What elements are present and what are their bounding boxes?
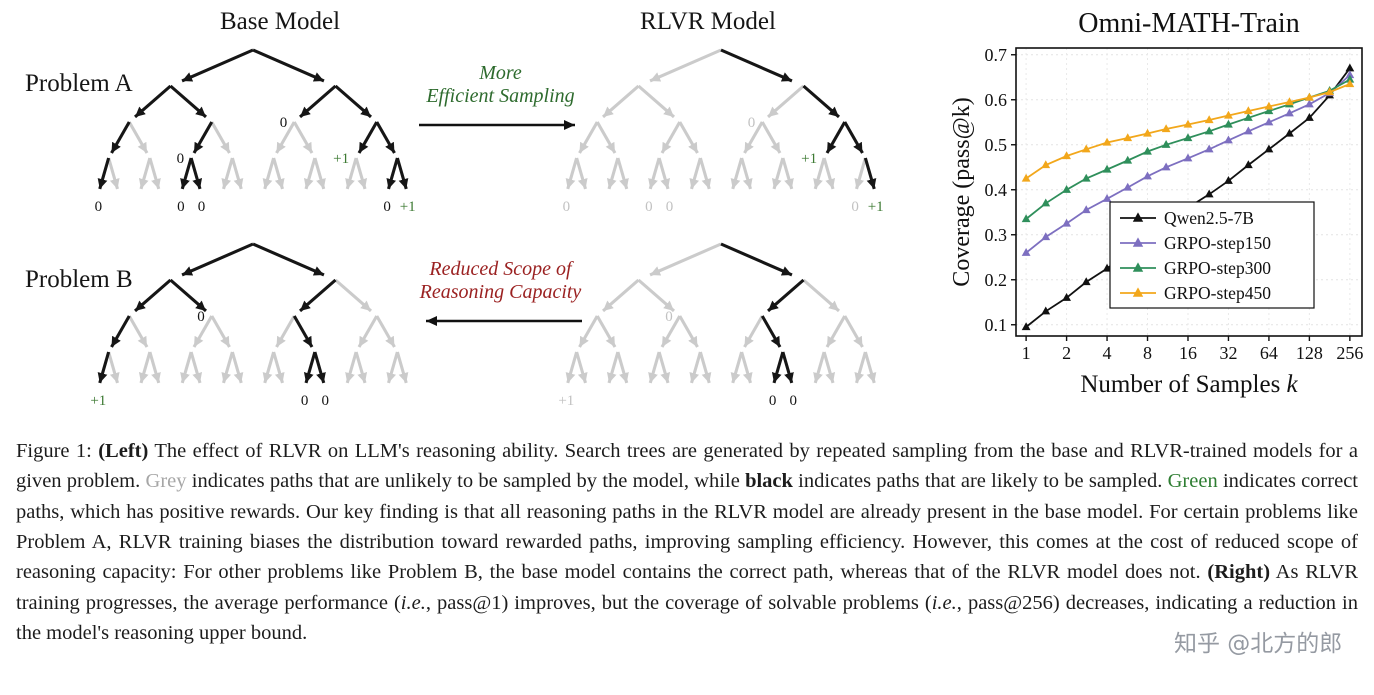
svg-text:128: 128 (1296, 343, 1323, 363)
svg-text:0: 0 (665, 309, 673, 325)
svg-text:0: 0 (198, 199, 206, 215)
svg-text:1: 1 (1022, 343, 1031, 363)
svg-text:8: 8 (1143, 343, 1152, 363)
svg-text:+1: +1 (868, 199, 884, 215)
svg-text:0: 0 (666, 199, 674, 215)
svg-text:0.3: 0.3 (985, 225, 1008, 245)
base-model-header: Base Model (219, 8, 341, 35)
svg-text:GRPO-step300: GRPO-step300 (1164, 258, 1271, 278)
svg-text:+1: +1 (333, 151, 349, 167)
svg-text:0: 0 (95, 199, 103, 215)
arrow-top-label-line2: Efficient Sampling (426, 85, 575, 107)
svg-text:0: 0 (301, 393, 309, 409)
svg-text:0.5: 0.5 (985, 135, 1008, 155)
arrow-bottom-label-line2: Reasoning Capacity (419, 281, 582, 303)
svg-text:0: 0 (748, 115, 756, 131)
svg-text:+1: +1 (400, 199, 416, 215)
svg-text:0: 0 (177, 199, 185, 215)
problem-a-label: Problem A (25, 70, 133, 97)
svg-text:0.4: 0.4 (985, 180, 1008, 200)
more-efficient-sampling-annotation: More Efficient Sampling (408, 62, 593, 134)
reduced-scope-annotation: Reduced Scope of Reasoning Capacity (408, 258, 593, 330)
svg-text:Omni-MATH-Train: Omni-MATH-Train (1078, 8, 1299, 39)
svg-text:Number of Samples k: Number of Samples k (1080, 371, 1298, 398)
svg-text:0: 0 (383, 199, 391, 215)
left-arrow-icon (426, 316, 582, 326)
svg-text:GRPO-step150: GRPO-step150 (1164, 233, 1271, 253)
svg-text:0: 0 (280, 115, 288, 131)
svg-text:0.1: 0.1 (985, 315, 1008, 335)
zhihu-watermark: 知乎 @北方的郎 (1168, 622, 1349, 660)
svg-text:64: 64 (1260, 343, 1278, 363)
svg-text:32: 32 (1219, 343, 1237, 363)
svg-text:0: 0 (563, 199, 571, 215)
svg-text:GRPO-step450: GRPO-step450 (1164, 283, 1271, 303)
svg-text:0: 0 (321, 393, 329, 409)
svg-text:4: 4 (1103, 343, 1112, 363)
svg-text:0: 0 (789, 393, 797, 409)
svg-text:Qwen2.5-7B: Qwen2.5-7B (1164, 208, 1254, 228)
svg-text:+1: +1 (558, 393, 574, 409)
problem-b-label: Problem B (25, 266, 133, 293)
arrow-top-label-line1: More (479, 62, 522, 84)
svg-text:0: 0 (197, 309, 205, 325)
rlvr-model-header: RLVR Model (640, 8, 776, 35)
svg-text:0: 0 (177, 151, 185, 167)
figure-caption: Figure 1: (Left) The effect of RLVR on L… (16, 440, 1358, 644)
svg-text:16: 16 (1179, 343, 1197, 363)
svg-text:+1: +1 (90, 393, 106, 409)
svg-text:0.6: 0.6 (985, 90, 1008, 110)
svg-text:2: 2 (1062, 343, 1071, 363)
svg-text:0.2: 0.2 (985, 270, 1008, 290)
svg-text:0: 0 (769, 393, 777, 409)
svg-text:0: 0 (645, 199, 653, 215)
coverage-chart-panel: 0.1 0.2 0.3 0.4 0.5 0.6 0.7 1 2 4 8 16 32 64 128 256 Omn… (949, 4, 1374, 435)
svg-text:Coverage (pass@k): Coverage (pass@k) (952, 97, 975, 286)
arrow-bottom-label-line1: Reduced Scope of (429, 258, 572, 280)
svg-text:256: 256 (1336, 343, 1363, 363)
coverage-chart: 0.1 0.2 0.3 0.4 0.5 0.6 0.7 1 2 4 8 16 32 64 128 256 Omn… (949, 8, 1363, 398)
svg-text:0.7: 0.7 (985, 45, 1008, 65)
svg-text:0: 0 (851, 199, 859, 215)
right-arrow-icon (419, 120, 575, 130)
svg-text:+1: +1 (801, 151, 817, 167)
